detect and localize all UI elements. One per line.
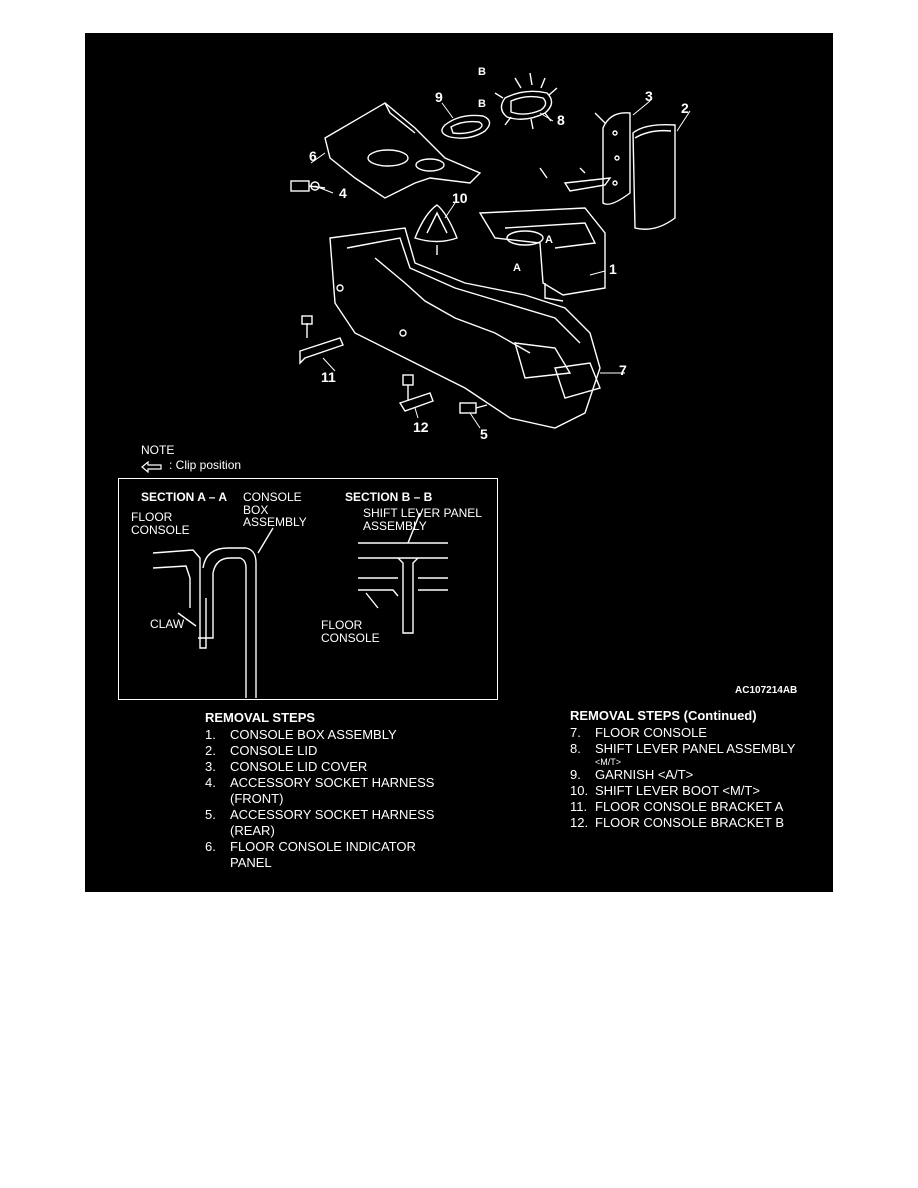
- step-row: 4.ACCESSORY SOCKET HARNESS (FRONT): [205, 775, 435, 806]
- callout-11: 11: [321, 369, 336, 385]
- callout-2: 2: [681, 100, 689, 116]
- callout-8: 8: [557, 112, 565, 128]
- removal-steps: REMOVAL STEPS 1.CONSOLE BOX ASSEMBLY 2.C…: [205, 710, 434, 871]
- step-row: 7.FLOOR CONSOLE: [570, 725, 707, 740]
- marker-a-right: A: [545, 234, 553, 246]
- section-b-floor-console-label: FLOOR CONSOLE: [321, 618, 380, 645]
- note-title: NOTE: [141, 443, 175, 457]
- step-row: 3.CONSOLE LID COVER: [205, 759, 368, 774]
- removal-steps-continued: REMOVAL STEPS (Continued) 7.FLOOR CONSOL…: [570, 708, 795, 831]
- callout-5: 5: [480, 426, 488, 442]
- clip-arrow-icon: [141, 461, 162, 473]
- callout-7: 7: [619, 362, 627, 378]
- marker-b-top: B: [478, 66, 486, 78]
- step-row: 2.CONSOLE LID: [205, 743, 318, 758]
- step-row: 5.ACCESSORY SOCKET HARNESS (REAR): [205, 807, 435, 838]
- section-a-console-box-label: CONSOLE BOX ASSEMBLY: [243, 490, 307, 530]
- marker-a-left: A: [513, 262, 521, 274]
- callout-4: 4: [339, 185, 347, 201]
- section-box: [118, 478, 498, 700]
- step-row: 12.FLOOR CONSOLE BRACKET B: [570, 815, 785, 830]
- callout-3: 3: [645, 88, 653, 104]
- callout-1: 1: [609, 261, 617, 277]
- shift-boot-part: [414, 204, 458, 255]
- garnish-part: [441, 114, 491, 139]
- section-a-title: SECTION A – A: [141, 490, 228, 504]
- step-row: 9.GARNISH <A/T>: [570, 767, 694, 782]
- leader-lines: [310, 100, 691, 429]
- step-row: 6.FLOOR CONSOLE INDICATOR PANEL: [205, 839, 416, 870]
- accessory-socket-rear-part: [459, 402, 488, 414]
- step-row-sub: <M/T>: [595, 757, 622, 767]
- console-lid-cover-part: [602, 112, 631, 205]
- section-a-claw-label: CLAW: [150, 617, 185, 631]
- section-b-title: SECTION B – B: [345, 490, 433, 504]
- note-clip-text: : Clip position: [169, 458, 242, 472]
- exploded-view-illustration: [290, 72, 691, 429]
- step-row: 1.CONSOLE BOX ASSEMBLY: [205, 727, 397, 742]
- bracket-b-part: [398, 374, 434, 412]
- console-lid-part: [632, 123, 676, 230]
- floor-console-part: [329, 227, 601, 429]
- callout-6: 6: [309, 148, 317, 164]
- step-row: 10.SHIFT LEVER BOOT <M/T>: [570, 783, 760, 798]
- accessory-socket-front-part: [290, 180, 326, 192]
- marker-b-bottom: B: [478, 98, 486, 110]
- removal-steps-header: REMOVAL STEPS: [205, 710, 316, 725]
- step-row: 8.SHIFT LEVER PANEL ASSEMBLY: [570, 741, 796, 756]
- section-b-shift-panel-label: SHIFT LEVER PANEL ASSEMBLY: [363, 506, 482, 533]
- indicator-panel-part: [324, 102, 482, 199]
- bracket-a-part: [299, 315, 344, 365]
- figure-code: AC107214AB: [735, 685, 798, 696]
- removal-steps-continued-header: REMOVAL STEPS (Continued): [570, 708, 757, 723]
- console-box-part: [478, 207, 606, 302]
- callout-9: 9: [435, 89, 443, 105]
- callout-10: 10: [452, 190, 468, 206]
- diagram-panel: 9 8 3 2 6 4 10 1 7 11 12 5 B B A A NOTE …: [85, 33, 833, 892]
- section-a-floor-console-label: FLOOR CONSOLE: [131, 510, 190, 537]
- step-row: 11.FLOOR CONSOLE BRACKET A: [570, 799, 784, 814]
- callout-12: 12: [413, 419, 429, 435]
- shift-lever-panel-part: [494, 72, 558, 130]
- screws-group: [539, 112, 612, 192]
- section-drawings: [152, 512, 448, 698]
